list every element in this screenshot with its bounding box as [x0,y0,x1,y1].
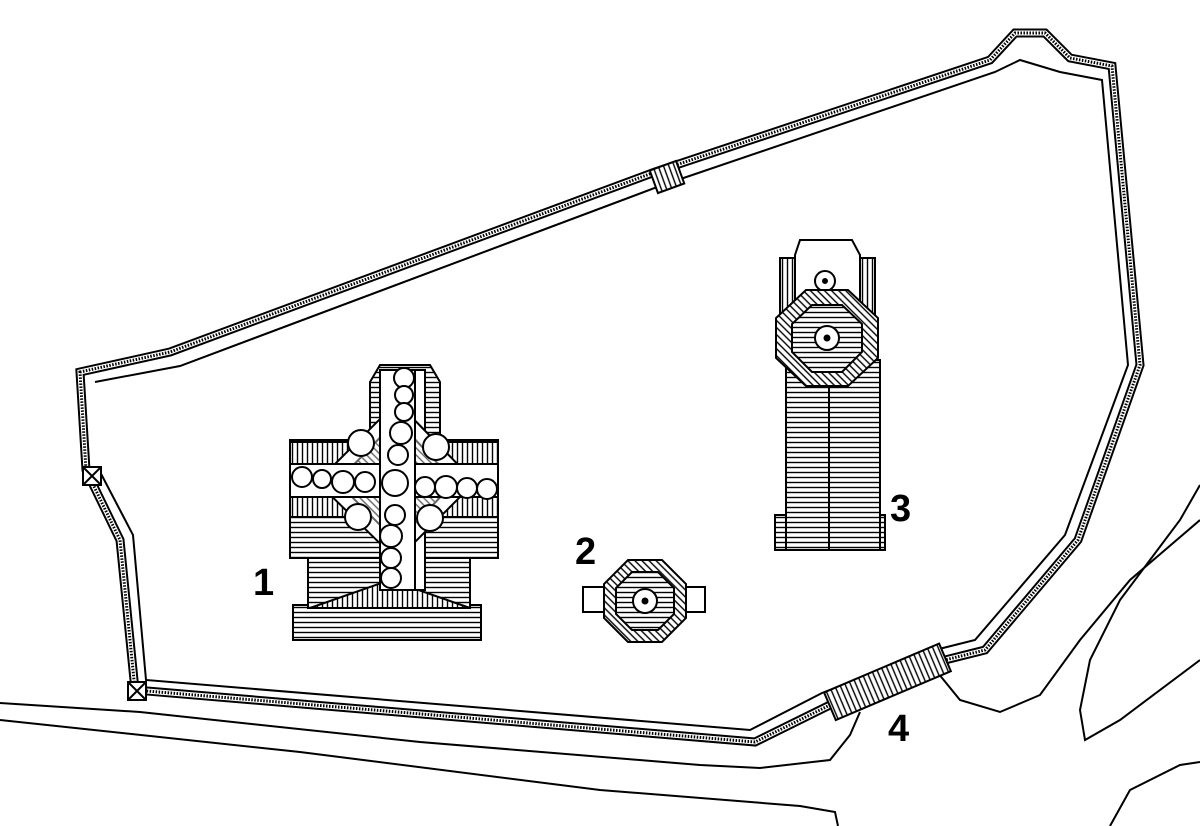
building-2 [582,559,706,643]
building-3 [774,239,886,551]
label-building-3: 3 [890,488,912,530]
label-building-2: 2 [575,531,597,573]
building-1 [289,364,499,641]
gate-4 [822,642,953,722]
fortress-wall [75,28,1145,747]
river-banks [0,484,1200,826]
wall-towers [82,159,686,701]
label-gate-4: 4 [888,708,910,750]
domes [291,367,498,589]
label-building-1: 1 [253,562,275,604]
